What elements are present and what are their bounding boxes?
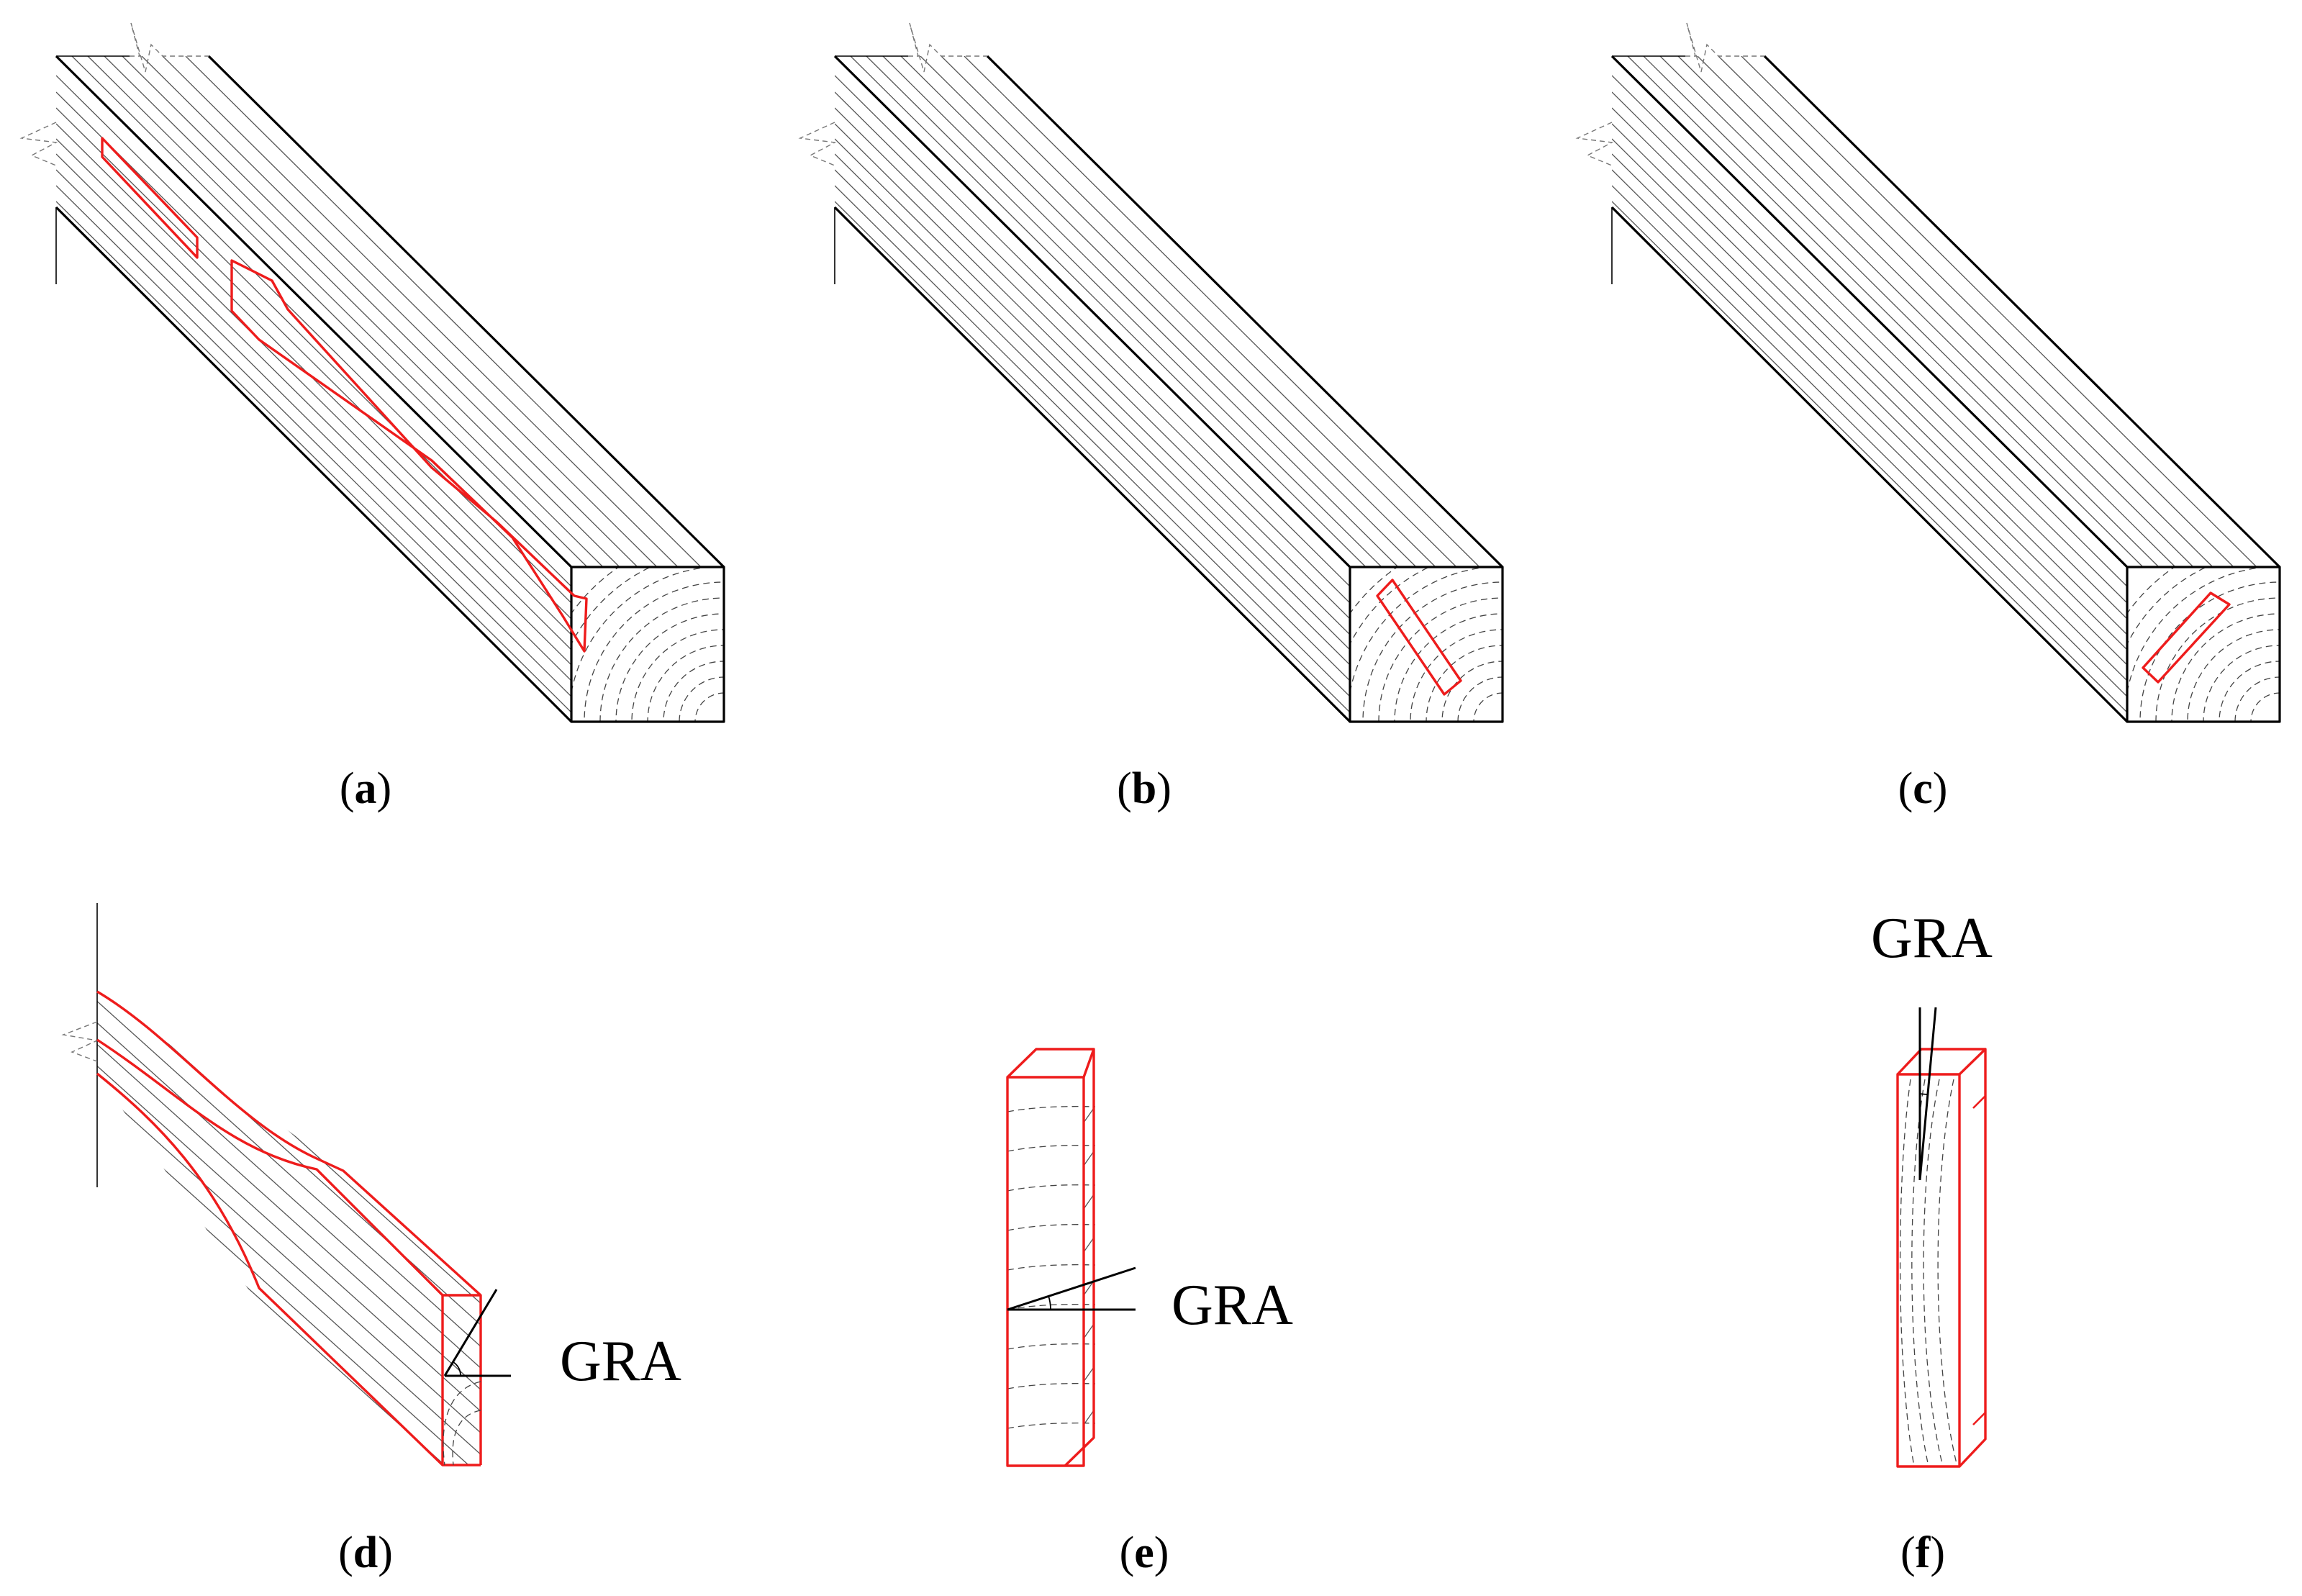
beam-b bbox=[800, 23, 1690, 909]
panel-b bbox=[800, 23, 1690, 909]
caption-c: (c) bbox=[1898, 764, 1948, 813]
svg-text:(a): (a) bbox=[340, 764, 391, 813]
gra-label-d: GRA bbox=[560, 1330, 681, 1393]
caption-a: (a) bbox=[340, 764, 391, 813]
svg-text:(d): (d) bbox=[338, 1528, 393, 1577]
caption-e: (e) bbox=[1120, 1528, 1169, 1577]
panel-d: GRA bbox=[61, 903, 681, 1466]
specimen-c bbox=[2142, 591, 2231, 684]
specimen-a-twisted bbox=[230, 259, 588, 653]
caption-a-letter: a bbox=[355, 764, 377, 813]
grain-e-side bbox=[1083, 1107, 1095, 1425]
caption-f: (f) bbox=[1900, 1528, 1945, 1577]
panel-e: GRA bbox=[1006, 1048, 1293, 1467]
grain-e bbox=[1007, 1105, 1095, 1429]
gra-label-f: GRA bbox=[1871, 907, 1993, 970]
caption-c-letter: c bbox=[1913, 764, 1933, 813]
caption-b: (b) bbox=[1117, 764, 1172, 813]
panel-c bbox=[1577, 23, 2302, 909]
gra-angle-f bbox=[1918, 1007, 1937, 1181]
gra-angle-e bbox=[1007, 1266, 1136, 1311]
svg-text:(f): (f) bbox=[1900, 1528, 1945, 1577]
specimen-f bbox=[1896, 1048, 1987, 1468]
caption-f-letter: f bbox=[1916, 1528, 1931, 1577]
break-line-icon bbox=[61, 1021, 99, 1062]
panel-f: GRA bbox=[1871, 907, 1993, 1468]
caption-b-letter: b bbox=[1132, 764, 1156, 813]
specimen-a bbox=[101, 137, 588, 653]
specimen-d bbox=[96, 990, 482, 1466]
gra-angle-d bbox=[443, 1289, 511, 1377]
beam-a bbox=[22, 23, 911, 909]
specimen-b bbox=[1376, 579, 1462, 696]
caption-e-letter: e bbox=[1134, 1528, 1154, 1577]
svg-text:(b): (b) bbox=[1117, 764, 1172, 813]
caption-d: (d) bbox=[338, 1528, 393, 1577]
specimen-e bbox=[1006, 1048, 1095, 1467]
specimen-a-small bbox=[101, 137, 199, 259]
svg-text:(e): (e) bbox=[1120, 1528, 1169, 1577]
grain-f bbox=[1899, 1079, 1958, 1466]
gra-label-e: GRA bbox=[1172, 1274, 1293, 1337]
svg-text:(c): (c) bbox=[1898, 764, 1948, 813]
caption-d-letter: d bbox=[353, 1528, 378, 1577]
grain-d bbox=[97, 992, 481, 1465]
panel-a bbox=[22, 23, 911, 909]
